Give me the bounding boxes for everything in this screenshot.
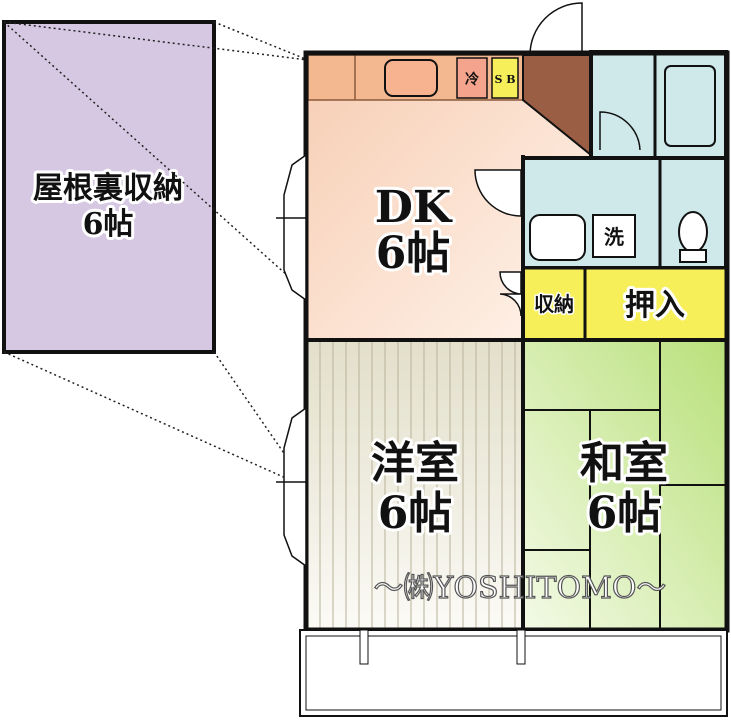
western-floor: [308, 340, 523, 628]
japanese-room-size: 6帖: [587, 488, 662, 539]
washroom-door-swing: [474, 169, 522, 217]
attic-storage-size: 6帖: [83, 207, 134, 242]
dk-window: [283, 153, 307, 302]
washer-label: 洗: [604, 225, 624, 249]
western-room-size: 6帖: [378, 488, 453, 539]
shoe-box: [491, 57, 519, 99]
entrance-door-swing: [529, 2, 583, 56]
western-window: [283, 406, 307, 568]
bathtub-icon: [664, 65, 716, 147]
dk-room: 冷 S B DK 6帖: [307, 54, 591, 340]
closet-label: 押入: [625, 288, 685, 323]
flooring-lines: [319, 340, 516, 628]
watermark: ～㈱YOSHITOMO～: [374, 571, 667, 606]
bath-door-swing: [599, 111, 641, 151]
attic-storage-name: 屋根裏収納: [33, 171, 183, 206]
attic-storage: 屋根裏収納 6帖: [2, 20, 216, 354]
dk-size: 6帖: [376, 228, 451, 279]
wet-area: 洗: [521, 50, 728, 270]
windows: [276, 153, 307, 568]
shoe-box-label: S B: [494, 73, 515, 86]
storage-label: 収納: [534, 292, 574, 316]
refrigerator-space: [456, 57, 488, 99]
dk-name: DK: [375, 182, 453, 233]
sink-icon: [384, 59, 438, 97]
western-room: 洋室 6帖: [308, 340, 523, 628]
fridge-label: 冷: [465, 71, 479, 88]
dk-doors: [474, 169, 522, 317]
washer-space: [592, 214, 636, 258]
japanese-room-name: 和室: [580, 438, 668, 489]
storage-closet: 収納 押入: [521, 266, 728, 342]
washbasin-icon: [529, 214, 586, 261]
toilet-icon: [678, 211, 708, 253]
tatami-lines: [523, 340, 726, 628]
attic-storage-area: [2, 20, 216, 354]
western-room-name: 洋室: [371, 438, 459, 489]
closet: [583, 266, 728, 342]
japanese-room: 和室 6帖: [523, 340, 726, 628]
balcony: [299, 629, 728, 717]
